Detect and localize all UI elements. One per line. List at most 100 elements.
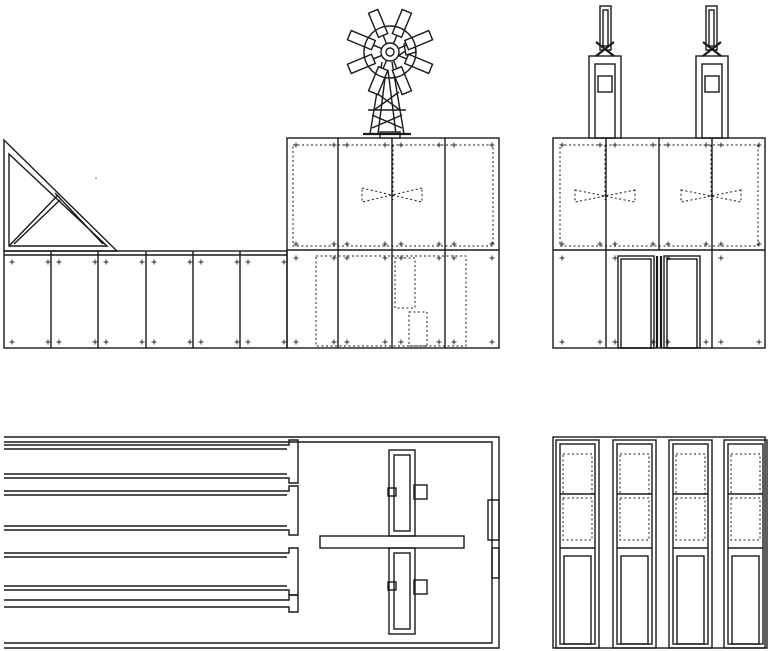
rivet <box>45 259 51 265</box>
rivet <box>559 142 565 148</box>
rivet <box>293 241 299 247</box>
rivet <box>665 255 671 261</box>
rivet <box>344 241 350 247</box>
plan-bay <box>4 439 299 484</box>
rivet <box>612 339 618 345</box>
plan-bay <box>4 485 299 536</box>
rivet <box>9 259 15 265</box>
rivet <box>559 339 565 345</box>
rivet <box>612 142 618 148</box>
rivet <box>559 241 565 247</box>
rivet <box>612 255 618 261</box>
windmill-sail <box>367 8 391 53</box>
rivet <box>650 241 656 247</box>
rivet <box>650 339 656 345</box>
panel-rivets <box>9 142 762 345</box>
rivet <box>331 241 337 247</box>
rivet <box>665 142 671 148</box>
tall-block <box>286 137 500 349</box>
rivet <box>489 255 495 261</box>
rivet <box>398 339 404 345</box>
rivet <box>139 259 145 265</box>
rivet <box>56 259 62 265</box>
rivet <box>92 259 98 265</box>
rivet <box>281 339 287 345</box>
side-elevation <box>3 8 500 349</box>
rivet <box>718 142 724 148</box>
rivet <box>718 241 724 247</box>
rivet <box>344 339 350 345</box>
tower-right <box>695 5 729 139</box>
end-plan-column <box>612 439 657 649</box>
rivet <box>382 241 388 247</box>
rivet <box>597 241 603 247</box>
rivet <box>187 339 193 345</box>
end-plan-columns <box>555 439 768 649</box>
rivet <box>718 255 724 261</box>
rivet <box>331 142 337 148</box>
rivet <box>597 339 603 345</box>
rivet <box>436 255 442 261</box>
end-plan-column <box>723 439 768 649</box>
windmill <box>346 8 434 139</box>
rivet <box>293 142 299 148</box>
rivet <box>198 259 204 265</box>
rivet <box>234 259 240 265</box>
end-plan-view <box>552 436 768 649</box>
rivet <box>382 339 388 345</box>
rivet <box>234 339 240 345</box>
rivet <box>489 241 495 247</box>
rivet <box>650 142 656 148</box>
rivet <box>187 259 193 265</box>
plan-view <box>4 436 500 649</box>
rivet <box>718 339 724 345</box>
rivet <box>703 142 709 148</box>
rivet <box>489 142 495 148</box>
rivet <box>398 255 404 261</box>
rivet <box>198 339 204 345</box>
rivet <box>56 339 62 345</box>
rivet <box>451 339 457 345</box>
rivet <box>344 255 350 261</box>
end-elevation <box>552 5 766 349</box>
end-plan-column <box>555 439 600 649</box>
rivet <box>103 259 109 265</box>
rivet <box>382 255 388 261</box>
plan-bay <box>4 547 299 596</box>
rivet <box>281 259 287 265</box>
rivet <box>703 241 709 247</box>
low-block <box>3 250 288 349</box>
rivet <box>436 241 442 247</box>
rivet <box>398 241 404 247</box>
rivet <box>92 339 98 345</box>
rivet <box>293 255 299 261</box>
rivet <box>756 241 762 247</box>
triangular-truss <box>3 138 119 252</box>
tower-left <box>588 5 622 139</box>
rivet <box>382 142 388 148</box>
rivet <box>103 339 109 345</box>
rivet <box>597 142 603 148</box>
rivet <box>139 339 145 345</box>
windmill-sails <box>346 8 434 96</box>
rivet <box>331 255 337 261</box>
plan-bay <box>4 594 299 613</box>
rivet <box>756 339 762 345</box>
rivet <box>665 241 671 247</box>
rivet <box>451 255 457 261</box>
rivet <box>293 339 299 345</box>
rivet <box>436 339 442 345</box>
rivet <box>344 142 350 148</box>
windmill-sail <box>389 51 413 96</box>
rivet <box>665 339 671 345</box>
rivet <box>151 259 157 265</box>
rivet <box>45 339 51 345</box>
rivet <box>451 142 457 148</box>
rivet <box>398 142 404 148</box>
rivet <box>9 339 15 345</box>
rivet <box>245 339 251 345</box>
rivet <box>436 142 442 148</box>
rivet <box>559 255 565 261</box>
rivet <box>489 339 495 345</box>
